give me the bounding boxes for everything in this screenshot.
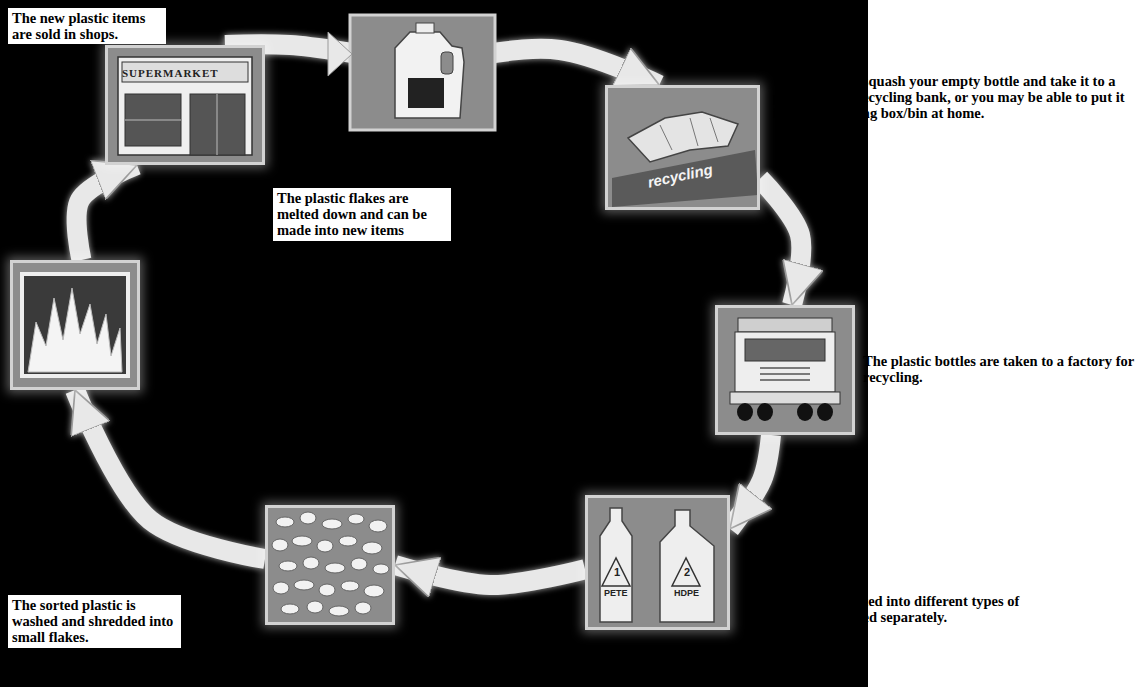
cycle-arrow xyxy=(730,435,771,529)
process-panel: SUPERMARKETThe new plastic items are sol… xyxy=(105,45,265,165)
process-panel: The sorted plastic is washed and shredde… xyxy=(265,505,395,625)
truck-wheel xyxy=(737,403,753,421)
frame-line xyxy=(125,94,217,155)
step-caption: The new plastic items are sold in shops. xyxy=(8,8,166,44)
flake xyxy=(351,558,367,570)
arrow-head xyxy=(328,32,352,76)
squashed-bottle xyxy=(628,112,738,162)
flake xyxy=(273,582,289,594)
flake xyxy=(294,580,314,590)
step-caption: The sorted plastic is washed and shredde… xyxy=(8,595,181,648)
plastic-flakes xyxy=(272,512,389,616)
panel-fill xyxy=(585,495,730,630)
recycle-symbol xyxy=(672,558,700,586)
shop-sign xyxy=(122,62,248,82)
jug-cap xyxy=(416,23,434,33)
panel-fill xyxy=(265,505,395,625)
truck-cab xyxy=(735,332,835,392)
truck-body xyxy=(738,318,832,332)
flake xyxy=(364,585,384,597)
flake xyxy=(341,581,359,591)
flake xyxy=(300,512,316,524)
process-panel: 1PETE2HDPEThe bottles are sorted into di… xyxy=(585,495,730,630)
jug-label xyxy=(408,78,444,108)
furnace-frame xyxy=(22,274,128,376)
resin-name: HDPE xyxy=(674,588,699,598)
flake xyxy=(281,604,299,614)
truck-wheel xyxy=(757,403,773,421)
step-caption: The plastic flakes are melted down and c… xyxy=(273,188,451,241)
shop-front xyxy=(118,57,252,155)
jug-handle xyxy=(441,52,453,74)
flake xyxy=(369,520,387,532)
flake xyxy=(292,536,312,546)
hdpe-jug xyxy=(660,510,714,622)
resin-code: 1 xyxy=(614,566,620,578)
shop-sign-text: SUPERMARKET xyxy=(122,67,219,79)
melting-flames xyxy=(28,288,122,372)
cycle-arrow xyxy=(75,390,265,559)
cycle-arrow xyxy=(760,179,801,305)
flake xyxy=(373,564,389,574)
resin-name: PETE xyxy=(604,588,628,598)
pete-bottle xyxy=(600,508,632,622)
flake xyxy=(322,519,342,529)
flake xyxy=(348,514,364,524)
flake xyxy=(307,601,323,613)
panel-fill xyxy=(10,260,140,390)
flake xyxy=(325,563,345,573)
resin-code: 2 xyxy=(684,566,690,578)
process-panel: The plastic flakes are melted down and c… xyxy=(10,260,140,390)
panel-fill xyxy=(715,305,855,435)
process-panel: recyclingYou wash and squash your empty … xyxy=(605,85,760,210)
truck-wheel xyxy=(817,403,833,421)
truck-windshield xyxy=(745,339,825,361)
step-caption: You wash and squash your empty bottle an… xyxy=(773,73,1138,122)
truck-grille xyxy=(760,368,810,380)
flake xyxy=(303,557,319,569)
truck-bumper xyxy=(730,392,840,404)
panel-label: recycling xyxy=(646,160,714,190)
milk-jug xyxy=(395,32,464,118)
flake xyxy=(339,536,357,546)
flake xyxy=(362,542,382,554)
flake xyxy=(355,602,371,614)
truck-wheel xyxy=(797,403,813,421)
recycle-symbol xyxy=(602,558,630,586)
cycle-arrow xyxy=(77,165,137,260)
process-panel: The plastic bottles are taken to a facto… xyxy=(715,305,855,435)
flake xyxy=(317,540,333,552)
flake xyxy=(272,539,288,551)
recycling-band xyxy=(612,150,758,207)
jug-panel xyxy=(350,15,495,130)
flake xyxy=(276,517,294,527)
cycle-arrow xyxy=(395,565,585,585)
step-caption: The bottles are sorted into different ty… xyxy=(748,593,1048,625)
step-caption: The plastic bottles are taken to a facto… xyxy=(863,353,1138,385)
flake xyxy=(329,606,349,616)
panel-fill xyxy=(105,45,265,165)
crumple-line xyxy=(660,118,718,150)
flake xyxy=(319,584,335,596)
panel-fill xyxy=(605,85,760,210)
flake xyxy=(279,561,297,571)
